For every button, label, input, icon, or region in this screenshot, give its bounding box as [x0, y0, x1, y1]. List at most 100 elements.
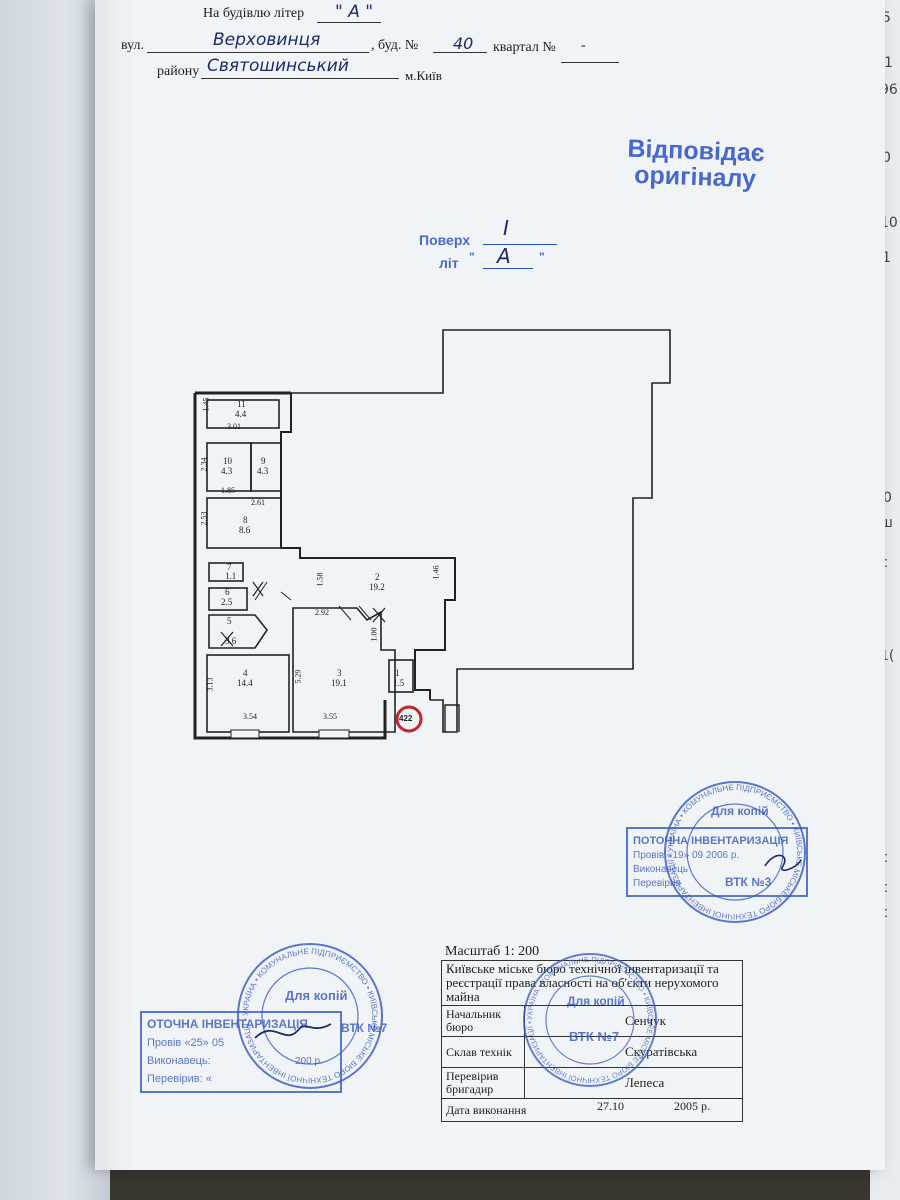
dimension: 3.55 [323, 712, 337, 721]
room-11-top [206, 399, 280, 429]
room-3 [292, 607, 396, 733]
dimension: 3.13 [205, 677, 215, 692]
room-area: 1.5 [393, 678, 405, 688]
room-number: 8 [243, 515, 248, 525]
apartment-number: 422 [399, 714, 413, 723]
dimension: 2.92 [315, 608, 329, 617]
scale-label: Масштаб 1: 200 [445, 944, 540, 959]
margin-note: 1 [882, 250, 891, 266]
dimension: 2.61 [251, 498, 265, 507]
dimension: 1.58 [315, 572, 325, 587]
signature [254, 1023, 332, 1039]
rect-stamp-title: ПОТОЧНА ІНВЕНТАРИЗАЦІЯ [633, 835, 789, 847]
dimension: 3.54 [243, 712, 257, 721]
role-cell: Перевірив бригадир [441, 1067, 525, 1099]
house-value: 40 [453, 34, 474, 53]
signature [764, 854, 802, 872]
seal-center-2: ВТК №7 [569, 1029, 619, 1044]
apartment-outer-wall [193, 393, 387, 740]
rect-stamp-line-1: Провів «25» 05 [147, 1037, 224, 1049]
room-8 [206, 497, 282, 549]
district-label: району [157, 64, 200, 79]
round-seal-text: УКРАЇНА • КОМУНАЛЬНЕ ПІДПРИЄМСТВО • КИЇВ… [525, 955, 655, 1085]
role-cell: Начальник бюро [441, 1005, 525, 1037]
round-seal [237, 943, 383, 1089]
seal-center-1: Для копій [711, 804, 769, 818]
lit-value: А [497, 244, 511, 268]
lit-label: літ [439, 255, 459, 271]
room-number: 5 [227, 616, 232, 626]
dimension: 1.46 [431, 565, 441, 580]
floor-label: Поверх [419, 232, 470, 248]
inventory-stamp-top: УКРАЇНА • КОМУНАЛЬНЕ ПІДПРИЄМСТВО • КИЇВ… [626, 781, 808, 923]
rect-stamp-number: ВТК №7 [341, 1021, 388, 1035]
rect-stamp-line-2: Виконавець: [147, 1055, 211, 1067]
dimension: 1.45 [201, 397, 211, 412]
city-label: м.Київ [405, 68, 442, 83]
vtk-seal: УКРАЇНА • КОМУНАЛЬНЕ ПІДПРИЄМСТВО • КИЇВ… [523, 953, 657, 1087]
room-number: 7 [227, 562, 232, 572]
room-9 [250, 442, 282, 492]
rect-stamp-title: ОТОЧНА ІНВЕНТАРИЗАЦІЯ [147, 1017, 308, 1031]
room-area: 8.6 [239, 525, 251, 535]
floor-value: I [503, 216, 509, 240]
left-page-edge [0, 0, 110, 1200]
round-seal [664, 781, 806, 923]
room-area: 3.6 [225, 636, 237, 646]
seal-center-1: Для копій [567, 994, 625, 1008]
date-year: 2005 р. [674, 1099, 710, 1113]
district-value: Святошинський [207, 56, 349, 76]
room-area: 4.3 [257, 466, 269, 476]
room-number: 11 [237, 399, 246, 409]
rect-stamp-line-3: Перевірив: « [147, 1073, 212, 1085]
room-number: 9 [261, 456, 266, 466]
room-area: 19.1 [331, 678, 347, 688]
rect-stamp-line-2: Виконавець [633, 864, 688, 875]
rect-stamp [140, 1011, 342, 1093]
document-page: На будівлю літер " А " вул. Верховинця ,… [95, 0, 885, 1170]
rect-stamp [626, 827, 808, 897]
room-number: 3 [337, 668, 342, 678]
apartment-number-circle [395, 705, 423, 733]
round-seal [523, 953, 657, 1087]
room-area: 4.4 [235, 409, 247, 419]
building-label: На будівлю літер [203, 6, 305, 21]
room-area: 4.3 [221, 466, 233, 476]
date-label: Дата виконання [446, 1102, 527, 1117]
rect-stamp-line-3: Перевірив [633, 878, 681, 889]
room-5 [208, 614, 268, 649]
margin-note: 0 [882, 150, 891, 166]
building-value: " А " [335, 2, 374, 22]
room-number: 1 [395, 668, 400, 678]
name-cell: Лепеса [524, 1067, 743, 1099]
room-number: 4 [243, 668, 248, 678]
dimension: 2.34 [199, 457, 209, 472]
dimension: 1.85 [221, 486, 235, 495]
margin-note: 5 [882, 10, 891, 26]
rect-stamp-line-1: Провів «19» 09 2006 р. [633, 850, 739, 861]
room-number: 6 [225, 587, 230, 597]
org-name: Київське міське бюро технічної інвентари… [441, 960, 743, 1006]
dimension: 2.53 [199, 511, 209, 526]
rect-stamp-number: ВТК №3 [725, 875, 772, 889]
dimension: 5.29 [293, 669, 303, 684]
street-label: вул. [121, 38, 145, 53]
inventory-stamp-bottom: УКРАЇНА • КОМУНАЛЬНЕ ПІДПРИЄМСТВО • КИЇВ… [140, 943, 388, 1093]
room-number: 2 [375, 572, 380, 582]
room-1 [388, 659, 414, 693]
block-label: квартал № [493, 40, 556, 55]
floor-plan [193, 329, 671, 740]
dimension: 1.00 [369, 627, 379, 642]
building-outline [290, 329, 671, 733]
role-cell: Склав технік [441, 1036, 525, 1068]
lit-quote-close: " [539, 250, 545, 264]
seal-center-1: Для копій [285, 988, 347, 1003]
lit-quote-open: " [469, 250, 475, 264]
dimension: 3.01 [227, 422, 241, 431]
margin-note: 1 [884, 55, 893, 71]
room-area: 19.2 [369, 582, 385, 592]
room-area: 14.4 [237, 678, 253, 688]
rect-stamp-year: 200 р. [295, 1056, 323, 1067]
room-area: 2.5 [221, 597, 233, 607]
house-label: , буд. № [371, 38, 419, 53]
